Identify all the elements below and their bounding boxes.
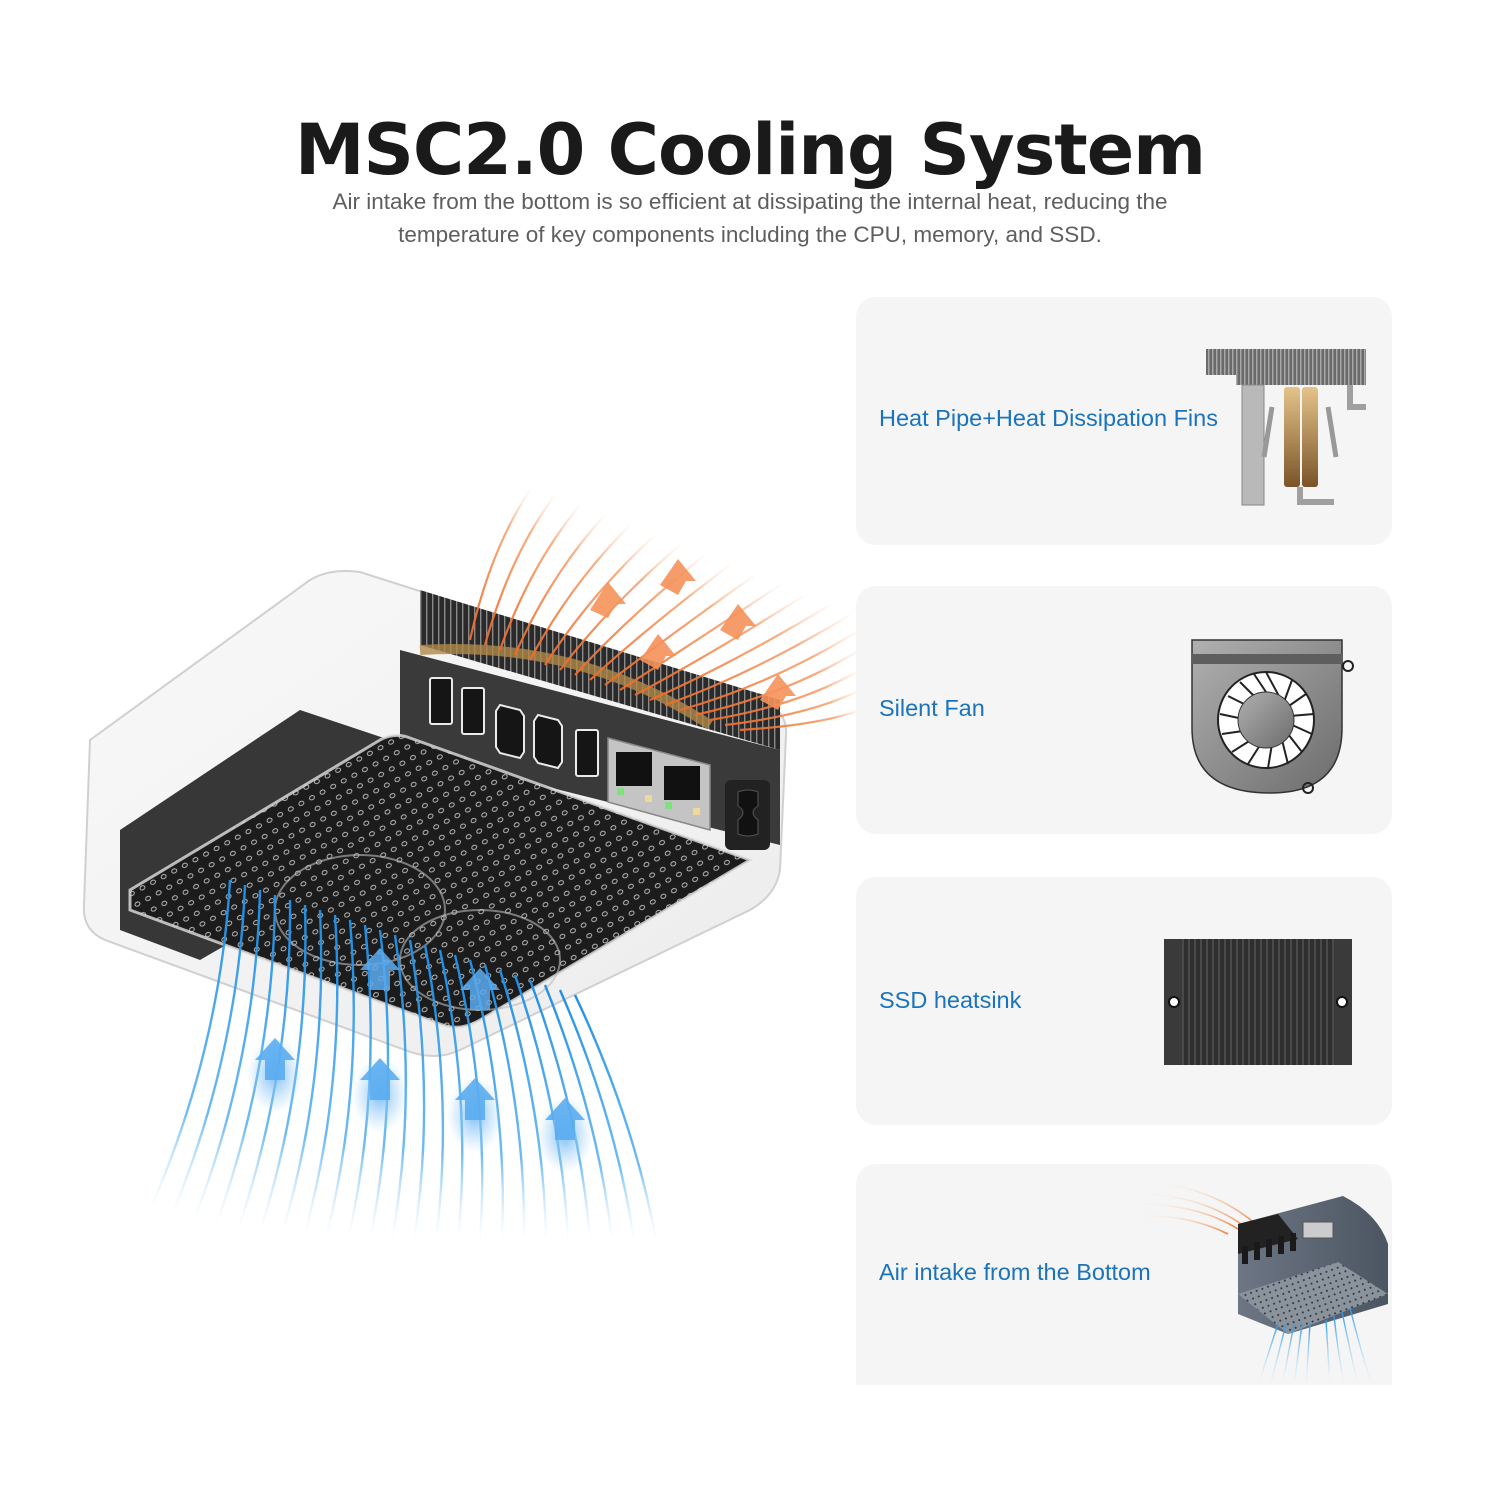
feature-card-silent-fan: Silent Fan (856, 586, 1392, 834)
feature-label: SSD heatsink (879, 987, 1022, 1013)
subtitle-line-1: Air intake from the bottom is so efficie… (332, 189, 1168, 214)
mini-pc-airflow-icon (1137, 1183, 1388, 1385)
feature-label: Heat Pipe+Heat Dissipation Fins (879, 405, 1218, 431)
heat-pipe-fins-icon (1204, 347, 1374, 516)
feature-label: Silent Fan (879, 695, 985, 721)
subtitle-line-2: temperature of key components including … (398, 222, 1102, 247)
feature-card-heat-pipe: Heat Pipe+Heat Dissipation Fins (856, 297, 1392, 545)
page-subtitle: Air intake from the bottom is so efficie… (290, 185, 1210, 251)
page-title: MSC2.0 Cooling System (294, 108, 1206, 191)
mini-pc-cutaway-illustration (60, 489, 880, 1250)
blower-fan-icon (1190, 638, 1360, 802)
feature-card-ssd-heatsink: SSD heatsink (856, 877, 1392, 1125)
feature-card-air-intake: Air intake from the Bottom (856, 1164, 1392, 1385)
ssd-heatsink-icon (1164, 939, 1352, 1069)
feature-label: Air intake from the Bottom (879, 1259, 1151, 1285)
